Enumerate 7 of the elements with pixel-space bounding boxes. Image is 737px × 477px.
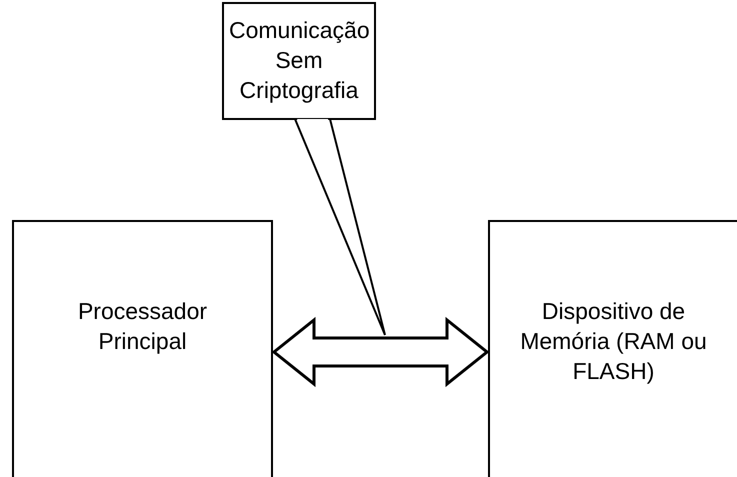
node-label: Comunicação Sem Criptografia — [229, 16, 369, 105]
memory-box — [488, 220, 737, 477]
double-block-arrow — [272, 316, 490, 388]
callout-box — [222, 2, 376, 120]
node-label: Dispositivo de Memória (RAM ou FLASH) — [519, 297, 708, 386]
processor-box — [12, 220, 273, 477]
node-label: Processador Principal — [76, 297, 208, 356]
